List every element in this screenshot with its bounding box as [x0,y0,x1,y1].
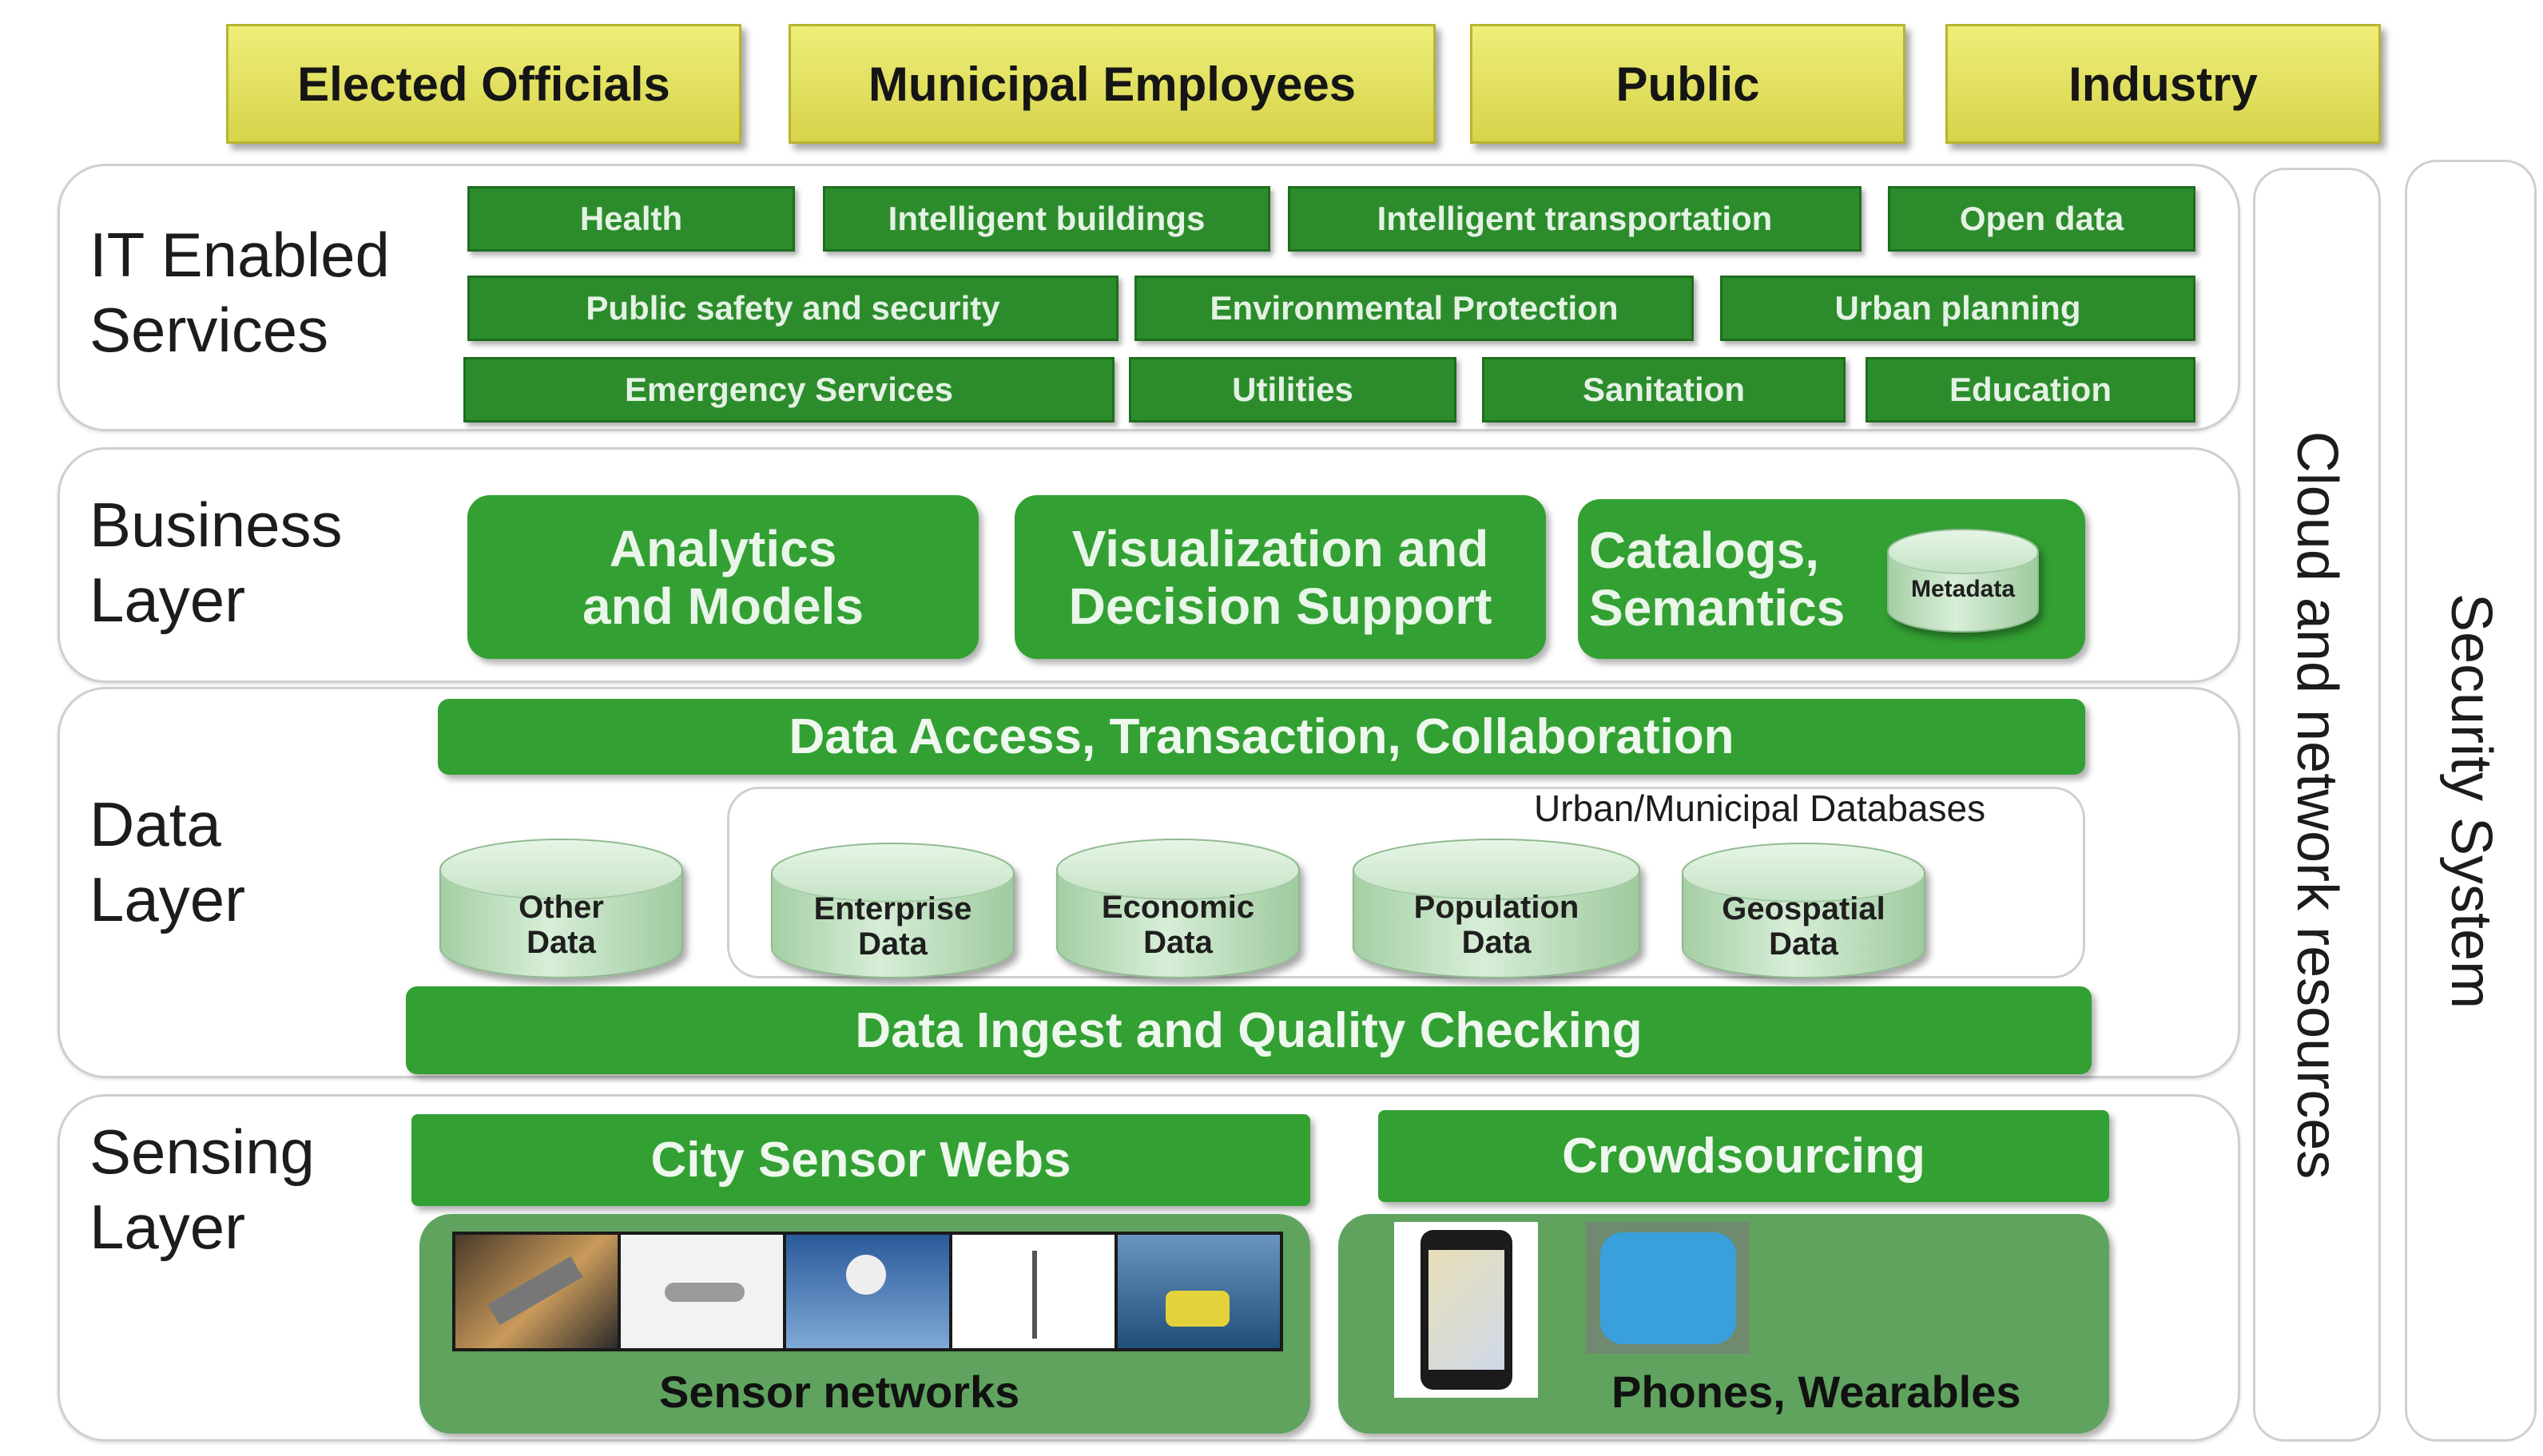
economic-data-cylinder: Economic Data [1056,839,1300,978]
stakeholder-public: Public [1470,24,1905,144]
stakeholder-industry: Industry [1945,24,2381,144]
phone-map-screen [1428,1250,1504,1370]
geospatial-data-label: Geospatial Data [1722,891,1885,962]
metadata-cylinder: Metadata [1887,529,2039,633]
service-intelligent-buildings: Intelligent buildings [823,186,1270,252]
urban-databases-label: Urban/Municipal Databases [1534,788,1986,829]
economic-data-label: Economic Data [1101,889,1255,960]
sensing-layer-label: Sensing Layer [89,1117,315,1262]
data-ingest-bar: Data Ingest and Quality Checking [406,986,2092,1074]
balloon-image [783,1235,949,1348]
sensor-image-strip [452,1232,1283,1351]
satellite-image [455,1235,618,1348]
city-sensor-webs-bar: City Sensor Webs [411,1114,1310,1206]
service-emergency-services: Emergency Services [463,357,1115,423]
enterprise-data-cylinder: Enterprise Data [771,843,1015,978]
enterprise-data-label: Enterprise Data [813,891,972,962]
service-sanitation: Sanitation [1482,357,1846,423]
other-data-label: Other Data [519,889,604,960]
service-urban-planning: Urban planning [1720,276,2195,341]
buoy-image [1114,1235,1281,1348]
cloud-network-panel: Cloud and network resources [2253,168,2381,1442]
stakeholder-elected-officials: Elected Officials [226,24,741,144]
weather-station-icon [1031,1251,1037,1339]
geospatial-data-cylinder: Geospatial Data [1682,843,1925,978]
service-intelligent-transportation: Intelligent transportation [1288,186,1862,252]
stakeholder-municipal-employees: Municipal Employees [789,24,1436,144]
buoy-icon [1165,1291,1230,1327]
service-health: Health [467,186,795,252]
service-open-data: Open data [1888,186,2195,252]
phones-wearables-label: Phones, Wearables [1611,1367,2021,1417]
service-environmental-protection: Environmental Protection [1134,276,1694,341]
service-utilities: Utilities [1129,357,1456,423]
it-services-label: IT Enabled Services [89,220,390,365]
drone-image [618,1235,784,1348]
smartphone-icon [1420,1230,1512,1390]
security-system-label: Security System [2438,593,2503,1009]
drone-icon [665,1283,745,1302]
sensor-networks-label: Sensor networks [659,1367,1020,1417]
business-layer-label: Business Layer [89,490,343,635]
catalogs-semantics-label: Catalogs, Semantics [1589,522,1846,637]
cloud-network-label: Cloud and network resources [2285,430,2349,1179]
wearable-image [1586,1222,1750,1354]
wearable-device-icon [1599,1232,1736,1344]
visualization-decision-box: Visualization and Decision Support [1015,495,1546,659]
metadata-label: Metadata [1910,576,2016,602]
phone-image [1394,1222,1538,1398]
data-layer-label: Data Layer [89,789,246,934]
other-data-cylinder: Other Data [439,839,683,978]
service-public-safety: Public safety and security [467,276,1119,341]
crowdsourcing-bar: Crowdsourcing [1378,1110,2109,1202]
security-system-panel: Security System [2405,160,2537,1442]
population-data-cylinder: Population Data [1353,839,1640,978]
analytics-models-box: Analytics and Models [467,495,979,659]
population-data-label: Population Data [1413,889,1579,960]
balloon-icon [846,1255,887,1295]
weather-station-image [948,1235,1115,1348]
satellite-icon [487,1256,583,1325]
data-access-bar: Data Access, Transaction, Collaboration [438,699,2085,775]
service-education: Education [1866,357,2195,423]
